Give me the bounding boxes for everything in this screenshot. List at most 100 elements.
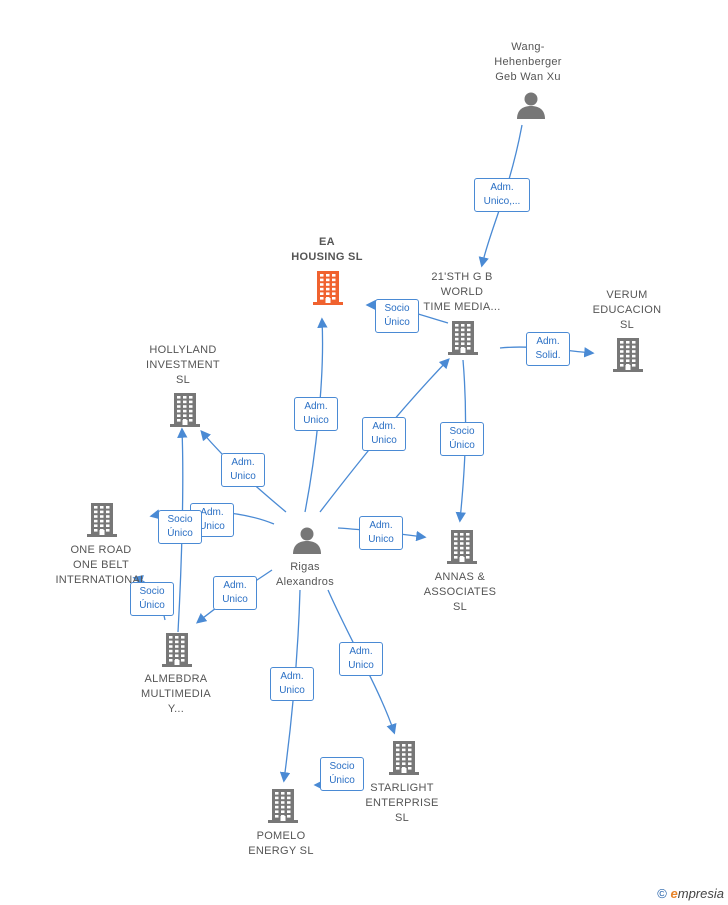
edge-label-line: Unico,... bbox=[483, 196, 521, 207]
edge-label-line: Unico bbox=[230, 471, 256, 482]
node-label-line: Y... bbox=[167, 703, 185, 715]
node-label-line: ASSOCIATES bbox=[423, 586, 497, 598]
node-label-line: Hehenberger bbox=[494, 56, 562, 68]
edge-label-line: Solid. bbox=[535, 350, 561, 361]
node-label-line: MULTIMEDIA bbox=[140, 688, 212, 700]
edge-label-rigas-hollyland[interactable]: Adm. Unico bbox=[221, 453, 265, 487]
node-label-line: TIME MEDIA... bbox=[423, 301, 501, 313]
node-label-line: INVESTMENT bbox=[146, 359, 220, 371]
node-label-line: SL bbox=[452, 601, 468, 613]
building-icon bbox=[447, 530, 477, 564]
node-label-line: WORLD bbox=[440, 286, 484, 298]
edge-label-line: Adm. bbox=[231, 457, 255, 468]
node-label-annas[interactable]: ANNAS & ASSOCIATES SL bbox=[400, 570, 520, 615]
edge-label-line: Unico bbox=[279, 685, 305, 696]
edge-label-line: Adm. bbox=[490, 182, 514, 193]
node-label-oneroad[interactable]: ONE ROAD ONE BELT INTERNATIONAL bbox=[41, 543, 161, 588]
node-label-line: STARLIGHT bbox=[370, 782, 434, 794]
edge-label-line: Adm. bbox=[369, 520, 393, 531]
building-icon bbox=[448, 321, 478, 355]
node-label-line: ALMEBDRA bbox=[144, 673, 208, 685]
edge-label-line: Adm. bbox=[349, 646, 373, 657]
node-label-line: SL bbox=[394, 812, 410, 824]
node-label-line: HOUSING SL bbox=[291, 251, 363, 263]
edge-label-line: Socio bbox=[139, 586, 165, 597]
node-label-starlight[interactable]: STARLIGHT ENTERPRISE SL bbox=[342, 781, 462, 826]
person-icon bbox=[517, 92, 545, 119]
node-label-ea[interactable]: EA HOUSING SL bbox=[267, 235, 387, 265]
node-label-line: EA bbox=[319, 236, 335, 248]
edge-label-21sth-verum[interactable]: Adm. Solid. bbox=[526, 332, 570, 366]
building-icon bbox=[613, 338, 643, 372]
edge-label-line: Socio bbox=[384, 303, 410, 314]
building-icon bbox=[170, 393, 200, 427]
edge-label-line: Socio bbox=[329, 761, 355, 772]
edge-label-line: Adm. bbox=[304, 401, 328, 412]
edge-label-line: Unico bbox=[222, 594, 248, 605]
edge-label-line: Único bbox=[449, 440, 475, 451]
edge-label-line: Unico bbox=[368, 534, 394, 545]
edge-label-line: Adm. bbox=[280, 671, 304, 682]
node-label-line: Wang- bbox=[511, 41, 545, 53]
edge-label-line: Único bbox=[167, 528, 193, 539]
node-label-line: Rigas bbox=[290, 561, 320, 573]
node-label-line: ENERGY SL bbox=[248, 845, 314, 857]
building-icon bbox=[162, 633, 192, 667]
edge-label-wang-21sth[interactable]: Adm. Unico,... bbox=[474, 178, 530, 212]
edge-label-line: Socio bbox=[167, 514, 193, 525]
building-icon bbox=[313, 271, 343, 305]
edge-label-line: Unico bbox=[348, 660, 374, 671]
building-icon bbox=[389, 741, 419, 775]
node-label-line: ENTERPRISE bbox=[365, 797, 439, 809]
edge-label-line: Único bbox=[139, 600, 165, 611]
edge-label-line: Unico bbox=[371, 435, 397, 446]
node-label-line: ONE BELT bbox=[73, 559, 129, 571]
node-label-hollyland[interactable]: HOLLYLAND INVESTMENT SL bbox=[123, 343, 243, 388]
footer-brand: © empresia bbox=[657, 886, 724, 901]
edge-label-line: Unico bbox=[303, 415, 329, 426]
node-label-line: POMELO bbox=[256, 830, 306, 842]
node-label-almebdra[interactable]: ALMEBDRA MULTIMEDIA Y... bbox=[116, 672, 236, 717]
node-label-line: INTERNATIONAL bbox=[55, 574, 147, 586]
node-label-pomelo[interactable]: POMELO ENERGY SL bbox=[221, 829, 341, 859]
edge-label-rigas-pomelo[interactable]: Adm. Unico bbox=[270, 667, 314, 701]
edge-label-rigas-almebdra[interactable]: Adm. Unico bbox=[213, 576, 257, 610]
edge-label-line: Adm. bbox=[200, 507, 224, 518]
building-icon bbox=[87, 503, 117, 537]
brand-initial: e bbox=[670, 886, 678, 901]
edge-label-line: Unico bbox=[199, 521, 225, 532]
node-label-line: VERUM bbox=[606, 289, 648, 301]
edge-label-rigas-annas[interactable]: Adm. Unico bbox=[359, 516, 403, 550]
node-label-line: Geb Wan Xu bbox=[495, 71, 561, 83]
node-label-line: HOLLYLAND bbox=[149, 344, 217, 356]
edge-label-line: Adm. bbox=[536, 336, 560, 347]
brand-name: mpresia bbox=[677, 886, 724, 901]
node-label-line: SL bbox=[175, 374, 191, 386]
person-icon bbox=[293, 527, 321, 554]
node-label-line: Alexandros bbox=[275, 576, 335, 588]
node-label-line: ANNAS & bbox=[434, 571, 486, 583]
node-label-line: SL bbox=[619, 319, 635, 331]
edge-label-rigas-21sth[interactable]: Adm. Unico bbox=[362, 417, 406, 451]
node-label-line: EDUCACION bbox=[592, 304, 662, 316]
edge-label-rigas-starlight[interactable]: Adm. Unico bbox=[339, 642, 383, 676]
copyright-symbol: © bbox=[657, 886, 667, 901]
edge-label-line: Socio bbox=[449, 426, 475, 437]
edge-label-line: Único bbox=[384, 317, 410, 328]
edge-label-rigas-ea[interactable]: Adm. Unico bbox=[294, 397, 338, 431]
node-label-verum[interactable]: VERUM EDUCACION SL bbox=[567, 288, 687, 333]
edge-label-line: Adm. bbox=[223, 580, 247, 591]
edge-label-line: Único bbox=[329, 775, 355, 786]
edge-label-line: Adm. bbox=[372, 421, 396, 432]
node-label-line: ONE ROAD bbox=[70, 544, 132, 556]
